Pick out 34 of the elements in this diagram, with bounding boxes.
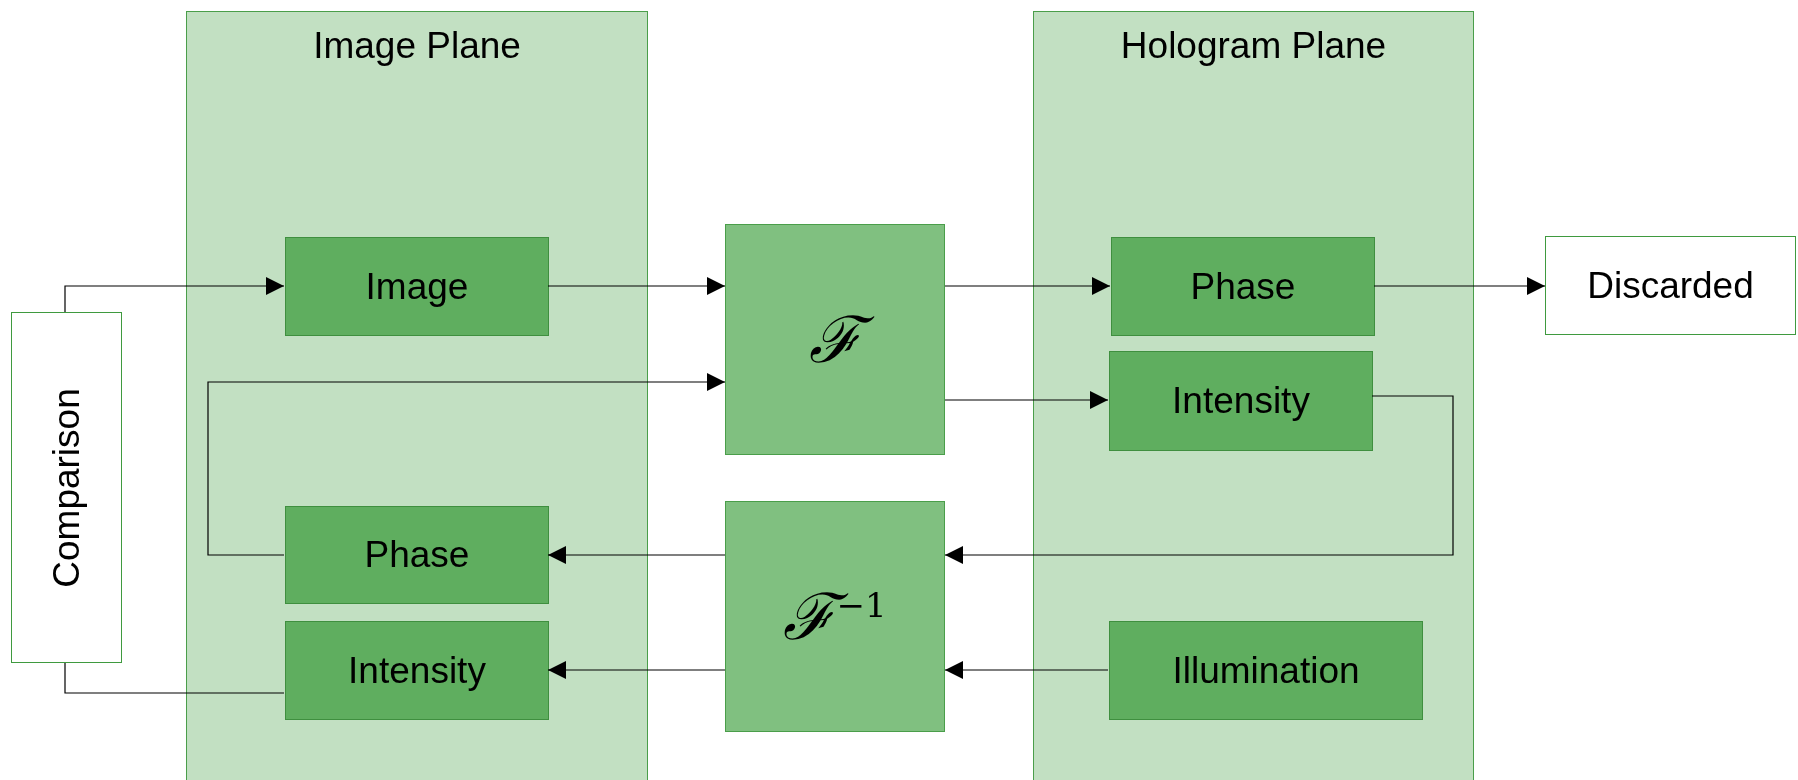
arrow: [1373, 277, 1546, 295]
box-label: Discarded: [1586, 265, 1755, 306]
plane-heading: Hologram Plane: [1119, 26, 1388, 67]
arrow: [547, 277, 726, 295]
arrow: [944, 661, 1109, 679]
transform-box: [725, 224, 945, 455]
arrow: [944, 277, 1111, 295]
box-label: Illumination: [1171, 650, 1361, 691]
transform-box: [725, 501, 945, 732]
box-label: Phase: [1189, 266, 1297, 307]
process-box: [1111, 237, 1375, 336]
box-label: Comparison: [46, 387, 87, 588]
operator-label: ℱ$^{−1}$: [782, 584, 888, 649]
plane-band: [186, 11, 648, 780]
process-box: [285, 506, 549, 604]
arrow: [944, 395, 1454, 564]
arrow: [944, 391, 1109, 409]
comparison-box: [11, 312, 122, 663]
process-box: [1109, 621, 1423, 720]
process-box: [285, 237, 549, 336]
box-label: Phase: [363, 534, 471, 576]
end-box: [1545, 236, 1796, 335]
process-box: [1109, 351, 1373, 451]
box-label: Intensity: [1171, 380, 1311, 422]
box-label: Intensity: [347, 650, 487, 691]
box-label: Image: [364, 266, 470, 307]
arrow: [64, 277, 285, 313]
arrow: [207, 373, 726, 556]
arrow: [547, 661, 726, 679]
plane-band: [1033, 11, 1474, 780]
operator-label: ℱ: [726, 307, 944, 372]
process-box: [285, 621, 549, 720]
arrow: [547, 546, 726, 564]
plane-heading: Image Plane: [312, 26, 522, 67]
